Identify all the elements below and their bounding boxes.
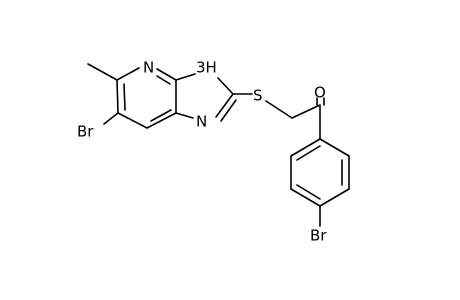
pyridine-ring: [116, 67, 177, 129]
s-ch2-bond: [265, 100, 293, 119]
imidazole-ring: [175, 73, 237, 122]
atom-label-br-ring: Br: [77, 123, 94, 141]
atom-label-nh-imidazole: 3H: [196, 59, 217, 77]
atom-label-oxygen: O: [314, 84, 326, 102]
atom-label-n-pyridine: N: [143, 59, 154, 77]
atom-label-n-imidazole: N: [196, 113, 207, 131]
ch2-co-bond: [291, 104, 321, 119]
ring-bromine-bond: [103, 112, 119, 125]
phenyl-ring: [290, 138, 350, 207]
atom-label-sulfur: S: [253, 87, 263, 105]
methyl-bond: [87, 63, 118, 81]
atom-label-br-phenyl: Br: [310, 227, 327, 245]
